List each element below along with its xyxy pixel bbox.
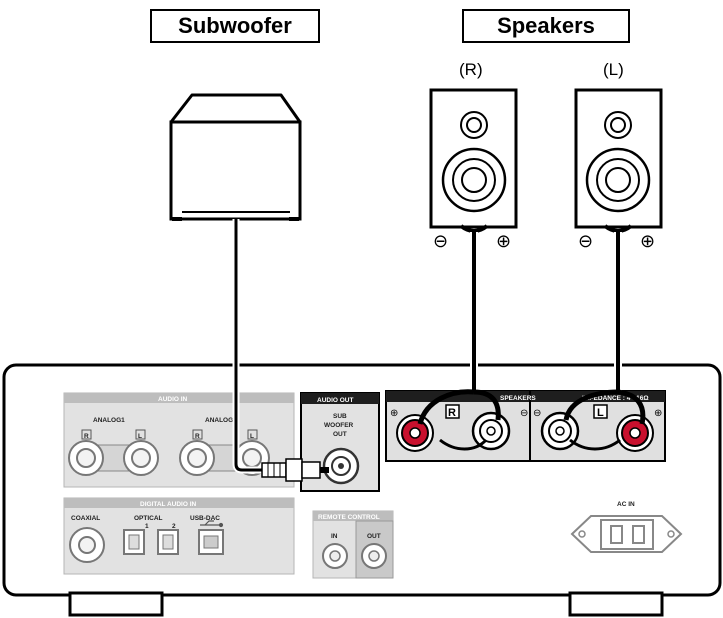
speaker-left-minus: ⊖ <box>578 231 593 251</box>
speaker-right-plus: ⊕ <box>496 231 511 251</box>
remote-control-label: REMOTE CONTROL <box>318 514 380 521</box>
analog2-label: ANALOG2 <box>205 417 237 424</box>
speaker-left <box>574 88 663 229</box>
remote-out-label: OUT <box>367 533 381 540</box>
terminal-l-badge: L <box>597 407 604 419</box>
analog1-jacks <box>68 429 159 476</box>
analog1-jack-l: L <box>138 433 142 440</box>
coaxial-label: COAXIAL <box>71 515 100 522</box>
panel-minus-r: ⊖ <box>520 408 528 419</box>
optical-2-label: 2 <box>172 523 176 530</box>
subwoofer-title: Subwoofer <box>150 9 320 43</box>
subwoofer-illustration <box>169 93 302 221</box>
audio-in-label: AUDIO IN <box>158 396 188 403</box>
terminal-l-minus <box>540 411 580 451</box>
terminal-r-plus <box>396 414 434 452</box>
analog2-jack-r: R <box>195 433 200 440</box>
usb-dac-label: USB-DAC <box>190 515 220 522</box>
analog1-jack-r: R <box>84 433 89 440</box>
sub-woofer-out-line1: SUB <box>333 413 347 420</box>
speaker-left-plus: ⊕ <box>640 231 655 251</box>
audio-out-label: AUDIO OUT <box>317 397 354 404</box>
analog1-label: ANALOG1 <box>93 417 125 424</box>
right-channel-label: (R) <box>459 60 483 79</box>
optical-label: OPTICAL <box>134 515 163 522</box>
optical-1-label: 1 <box>145 523 149 530</box>
speaker-right <box>429 88 518 229</box>
subwoofer-cable <box>232 219 329 482</box>
speakers-title: Speakers <box>462 9 630 43</box>
remote-control-panel <box>312 510 394 579</box>
speaker-left-cable <box>563 224 646 451</box>
ac-inlet <box>570 515 683 553</box>
ac-in-label: AC IN <box>617 501 635 508</box>
digital-audio-in-label: DIGITAL AUDIO IN <box>140 501 197 508</box>
left-channel-label: (L) <box>603 60 624 79</box>
digital-audio-in-panel <box>63 497 295 575</box>
sub-woofer-out-line2: WOOFER <box>324 422 354 429</box>
analog2-jack-l: L <box>250 433 254 440</box>
panel-plus-l: ⊕ <box>654 408 662 419</box>
terminal-r-badge: R <box>448 407 456 419</box>
terminal-l-plus <box>616 414 654 452</box>
sub-woofer-out-line3: OUT <box>333 431 347 438</box>
usb-icon <box>200 520 224 528</box>
terminal-r-minus <box>471 411 511 451</box>
speaker-right-minus: ⊖ <box>433 231 448 251</box>
speakers-terminal-label: SPEAKERS <box>500 395 536 402</box>
impedance-label: IMPEDANCE : 4 - 16Ω <box>582 395 649 402</box>
speaker-right-cable <box>417 224 501 451</box>
remote-in-label: IN <box>331 533 338 540</box>
panel-minus-l: ⊖ <box>533 408 541 419</box>
panel-plus-r: ⊕ <box>390 408 398 419</box>
